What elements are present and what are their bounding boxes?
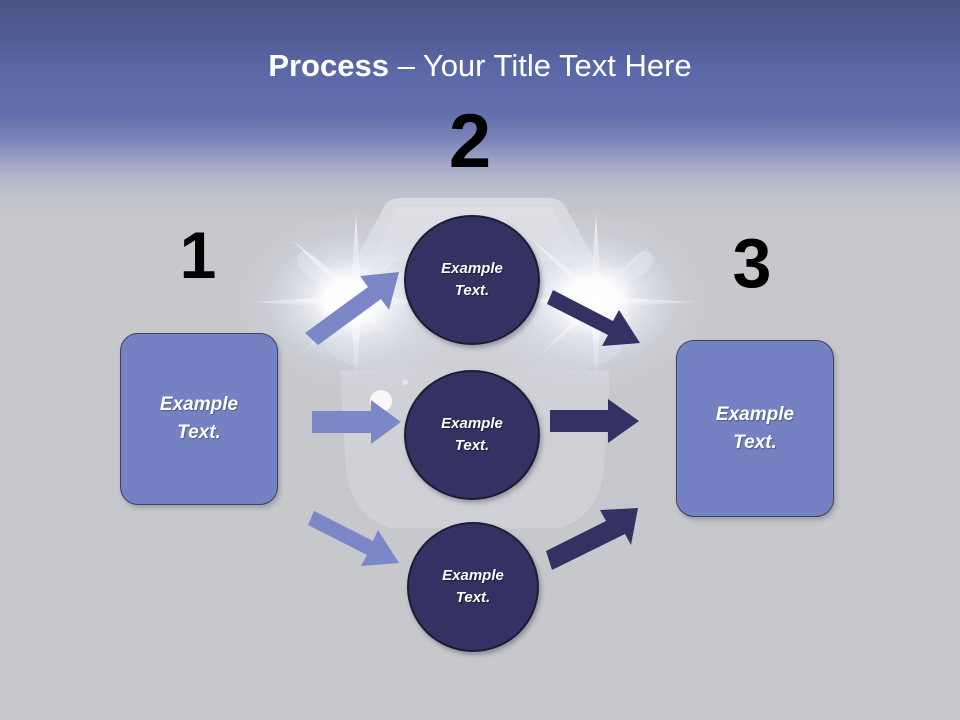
arrow-left-to-bottom-circle xyxy=(308,511,399,566)
step-number-3: 3 xyxy=(732,224,772,302)
arrow-bottom-circle-to-right xyxy=(546,508,638,570)
box-right-text: Example Text. xyxy=(716,401,794,456)
box-right-line2: Text. xyxy=(733,431,777,453)
arrow-top-circle-to-right xyxy=(547,290,640,346)
circle-top-line2: Text. xyxy=(454,282,490,299)
arrow-left-to-top-circle xyxy=(305,272,399,345)
box-left-line2: Text. xyxy=(177,422,221,443)
circle-top-line1: Example xyxy=(441,259,503,277)
box-right-line1: Example xyxy=(715,403,795,425)
slide-title-separator: – xyxy=(388,48,423,83)
process-output-box-right[interactable]: Example Text. xyxy=(676,340,834,517)
process-input-box-left[interactable]: Example Text. xyxy=(120,333,278,505)
circle-middle-line2: Text. xyxy=(454,437,490,454)
circle-bottom-text: Example Text. xyxy=(442,565,504,610)
box-left-line1: Example xyxy=(159,394,239,416)
slide-title: Process – Your Title Text Here xyxy=(0,48,960,84)
process-circle-middle[interactable]: Example Text. xyxy=(404,370,540,500)
arrow-middle-circle-to-right xyxy=(550,399,639,443)
slide-title-rest: Your Title Text Here xyxy=(422,48,692,83)
slide-title-bold: Process xyxy=(268,48,389,83)
step-number-2: 2 xyxy=(448,99,492,184)
circle-bottom-line2: Text. xyxy=(455,589,491,606)
circle-middle-text: Example Text. xyxy=(441,413,503,458)
circle-top-text: Example Text. xyxy=(441,258,503,303)
step-number-1: 1 xyxy=(179,218,217,292)
box-left-text: Example Text. xyxy=(160,391,238,446)
arrow-left-to-middle-circle xyxy=(312,400,401,444)
process-circle-bottom[interactable]: Example Text. xyxy=(407,522,539,652)
circle-bottom-line1: Example xyxy=(442,566,504,584)
circle-middle-line1: Example xyxy=(441,414,503,432)
process-circle-top[interactable]: Example Text. xyxy=(404,215,540,345)
